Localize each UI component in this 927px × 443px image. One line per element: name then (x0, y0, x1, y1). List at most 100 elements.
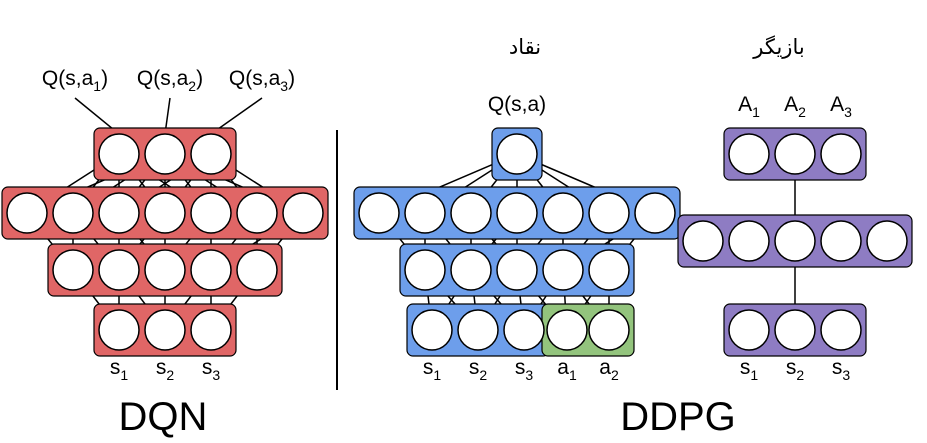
actor-neuron (774, 133, 816, 175)
actor-input-label-1-subscript: 1 (750, 367, 758, 383)
critic-neuron (450, 192, 492, 234)
actor-output-label-3-base: A (830, 93, 844, 116)
actor-output-label-3: A3 (830, 93, 852, 120)
dqn-input-label-3-base: s (202, 356, 213, 379)
dqn-neuron (6, 192, 48, 234)
ddpg-title: DDPG (620, 395, 736, 439)
actor-output-label-1: A1 (738, 93, 760, 120)
critic-neuron (404, 249, 446, 291)
dqn-input-label-3-subscript: 3 (212, 367, 220, 383)
dqn-neuron (98, 192, 140, 234)
actor-neuron (774, 220, 816, 262)
critic-state-label-3-subscript: 3 (525, 367, 533, 383)
critic-neuron (496, 133, 538, 175)
dqn-neuron (190, 249, 232, 291)
dqn-output-label-1: Q(s,a1) (42, 67, 108, 94)
dqn-output-label-1-subscript: 1 (93, 78, 101, 94)
dqn-output-label-2: Q(s,a2) (137, 67, 203, 94)
dqn-neuron (52, 249, 94, 291)
actor-output-label-1-base: A (738, 93, 752, 116)
actor-neuron (774, 309, 816, 351)
critic-action-label-2-base: a (599, 356, 611, 379)
dqn-neuron (190, 309, 232, 351)
dqn-output-label-2-tail: ) (196, 67, 203, 90)
actor-neuron (728, 133, 770, 175)
actor-neuron (820, 133, 862, 175)
critic-state-label-2: s2 (469, 356, 488, 383)
dqn-neuron (144, 309, 186, 351)
dqn-input-label-1: s1 (110, 356, 129, 383)
dqn-neuron (190, 192, 232, 234)
dqn-output-label-3-subscript: 3 (280, 78, 288, 94)
critic-neuron (542, 249, 584, 291)
critic-state-label-3: s3 (515, 356, 534, 383)
critic-state-label-2-base: s (469, 356, 480, 379)
critic-neuron (450, 249, 492, 291)
critic-neuron (588, 192, 630, 234)
critic-state-label-1-subscript: 1 (433, 367, 441, 383)
actor-label: بازیگر (752, 35, 804, 59)
critic-neuron (457, 309, 499, 351)
critic-neuron (496, 249, 538, 291)
critic-action-label-1-base: a (557, 356, 569, 379)
dqn-neuron (144, 133, 186, 175)
critic-neuron (634, 192, 676, 234)
dqn-neuron (282, 192, 324, 234)
dqn-neuron (190, 133, 232, 175)
critic-state-label-3-base: s (515, 356, 526, 379)
critic-neuron (404, 192, 446, 234)
actor-input-label-3: s3 (832, 356, 851, 383)
dqn-output-label-3: Q(s,a3) (229, 67, 295, 94)
dqn-neuron (236, 192, 278, 234)
critic-action-label-2-subscript: 2 (611, 367, 619, 383)
critic-action-label-1: a1 (557, 356, 577, 383)
dqn-neuron (144, 192, 186, 234)
critic-action-label-2: a2 (599, 356, 619, 383)
actor-input-label-1: s1 (740, 356, 759, 383)
actor-neuron (820, 220, 862, 262)
dqn-neuron (98, 249, 140, 291)
dqn-title: DQN (119, 395, 208, 439)
critic-neuron (411, 309, 453, 351)
critic-label: نقاد (509, 36, 541, 59)
actor-neuron (866, 220, 908, 262)
actor-output-label-2-base: A (784, 93, 798, 116)
dqn-neuron (98, 133, 140, 175)
dqn-input-label-1-base: s (110, 356, 121, 379)
critic-state-label-1: s1 (423, 356, 442, 383)
critic-state-label-1-base: s (423, 356, 434, 379)
actor-input-label-2-subscript: 2 (796, 367, 804, 383)
actor-input-label-2: s2 (786, 356, 805, 383)
dqn-neuron (52, 192, 94, 234)
dqn-neuron (144, 249, 186, 291)
critic-state-label-2-subscript: 2 (479, 367, 487, 383)
actor-input-label-3-base: s (832, 356, 843, 379)
critic-action-neuron (546, 309, 588, 351)
critic-output-label: Q(s,a) (488, 93, 546, 116)
dqn-output-label-3-tail: ) (288, 67, 295, 90)
critic-neuron (496, 192, 538, 234)
dqn-output-label-3-base: Q(s,a (229, 67, 281, 90)
critic-action-label-1-subscript: 1 (569, 367, 577, 383)
actor-output-label-2-subscript: 2 (798, 104, 806, 120)
actor-input-label-2-base: s (786, 356, 797, 379)
actor-output-label-2: A2 (784, 93, 806, 120)
dqn-input-label-2-subscript: 2 (166, 367, 174, 383)
neuron-nodes (6, 133, 908, 351)
actor-output-label-3-subscript: 3 (844, 104, 852, 120)
dqn-output-label-2-subscript: 2 (188, 78, 196, 94)
critic-neuron (588, 249, 630, 291)
actor-neuron (682, 220, 724, 262)
actor-input-label-3-subscript: 3 (842, 367, 850, 383)
dqn-input-label-2: s2 (156, 356, 175, 383)
actor-neuron (728, 309, 770, 351)
actor-neuron (728, 220, 770, 262)
critic-neuron (358, 192, 400, 234)
dqn-output-label-1-base: Q(s,a (42, 67, 94, 90)
actor-neuron (820, 309, 862, 351)
critic-action-neuron (588, 309, 630, 351)
critic-neuron (503, 309, 545, 351)
dqn-neuron (236, 249, 278, 291)
dqn-neuron (98, 309, 140, 351)
